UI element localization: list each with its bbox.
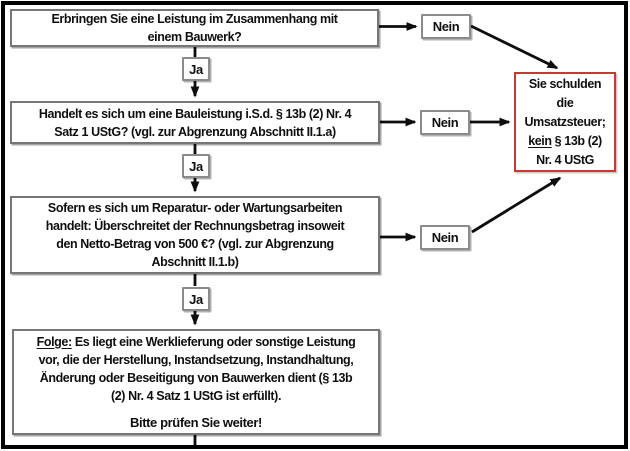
final-result-box: Folge: Es liegt eine Werklieferung oder … (12, 329, 380, 435)
arrow-nein3-result (471, 176, 562, 234)
question-3-text: Sofern es sich um Reparatur- oder Wartun… (45, 201, 345, 269)
ja-label-2-text: Ja (189, 158, 203, 174)
tax-liability-result-box: Sie schulden die Umsatzsteuer; kein § 13… (514, 72, 616, 172)
final-result-body: Es liegt eine Werklieferung oder sonstig… (38, 334, 356, 403)
nein-label-2-text: Nein (431, 115, 459, 130)
ja-label-2: Ja (182, 154, 210, 178)
question-2-text: Handelt es sich um eine Bauleistung i.S.… (38, 106, 352, 139)
question-box-2: Handelt es sich um eine Bauleistung i.S.… (10, 101, 380, 144)
result-kein-line: kein § 13b (2) (528, 132, 602, 151)
ja-label-3: Ja (182, 287, 210, 311)
final-emphasis-text: Bitte prüfen Sie weiter! (130, 414, 262, 430)
nein-label-1: Nein (421, 14, 471, 39)
result-bottom-line: Nr. 4 UStG (536, 152, 594, 167)
nein-label-2: Nein (420, 110, 470, 135)
kein-rest: § 13b (2) (551, 133, 603, 148)
ja-label-1: Ja (182, 57, 210, 81)
ja-label-1-text: Ja (189, 61, 203, 77)
final-result-text: Folge: Es liegt eine Werklieferung oder … (16, 333, 376, 405)
nein-label-3: Nein (420, 225, 470, 250)
result-top-lines: Sie schulden die Umsatzsteuer; (524, 76, 606, 129)
question-1-text: Erbringen Sie eine Leistung im Zusammenh… (51, 12, 338, 44)
nein-label-1-text: Nein (432, 19, 460, 34)
folge-label: Folge: (36, 334, 73, 349)
kein-label: kein (528, 133, 552, 148)
question-box-1: Erbringen Sie eine Leistung im Zusammenh… (10, 9, 379, 47)
nein-label-3-text: Nein (431, 230, 459, 245)
arrow-nein1-result (470, 24, 559, 70)
ja-label-3-text: Ja (189, 291, 203, 307)
question-box-3: Sofern es sich um Reparatur- oder Wartun… (10, 196, 380, 274)
